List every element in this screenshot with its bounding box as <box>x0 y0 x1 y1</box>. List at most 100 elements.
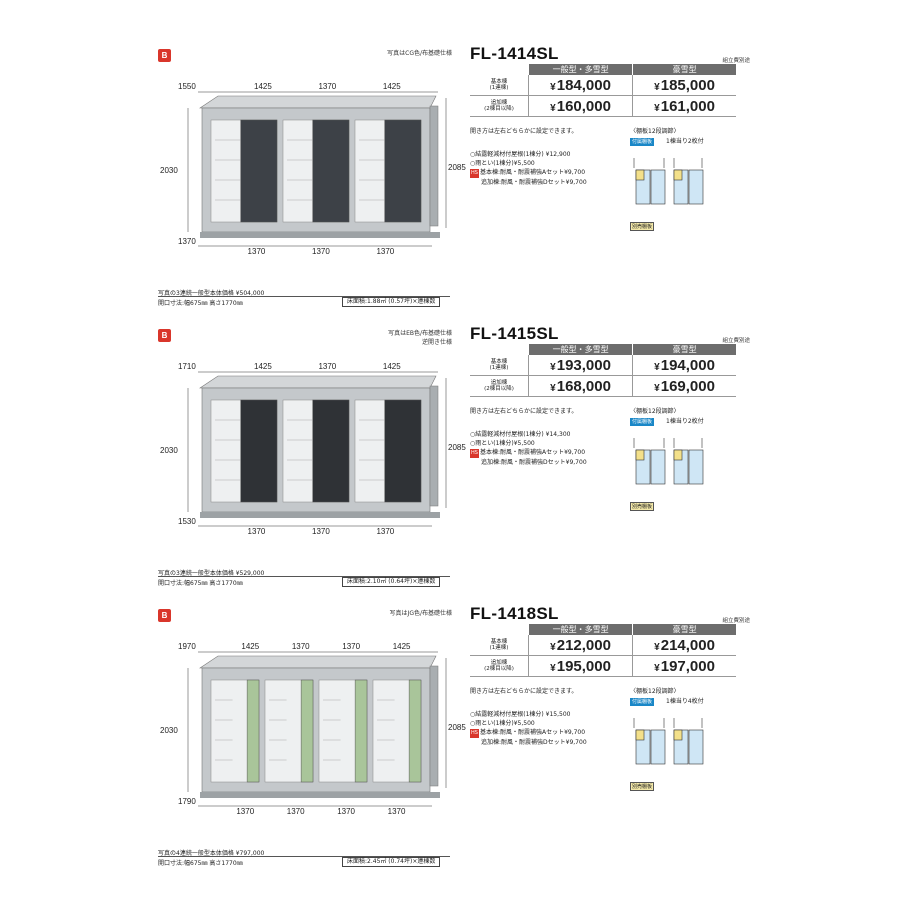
option-item: 追加棟:耐風・耐震補強Dセット¥9,700 <box>481 739 587 746</box>
sliding-door <box>384 119 422 223</box>
header-general: 一般型・多雪型 <box>527 344 633 355</box>
brand-logo: B <box>158 329 171 342</box>
product-section-fl1418: B 写真はJG色/布基礎仕様 FL-1418SL 組立費別途 一般型・多雪型 豪… <box>150 600 750 867</box>
option-item: ○結露軽減材付屋根(1棟分) ¥12,900 <box>470 151 571 158</box>
assembly-note: 組立費別途 <box>722 338 750 344</box>
shelf-diagram-svg <box>633 438 704 485</box>
dim-label-top: 1370 <box>342 642 360 651</box>
price-general: ¥193,000 <box>527 355 633 376</box>
row-label: 追加棟(2棟目以降) <box>470 375 529 397</box>
shelf-diagram: 付属棚板 1棟当り2枚付 別売棚板 <box>630 138 740 231</box>
option-item: ○雨とい(1棟分)¥5,500 <box>470 440 535 447</box>
photo-caption: 写真はCG色/布基礎仕様 <box>387 50 452 57</box>
sliding-door <box>312 399 350 503</box>
assembly-note: 組立費別途 <box>722 58 750 64</box>
row-label: 基本棟(1連棟) <box>470 355 529 376</box>
sliding-door <box>240 399 278 503</box>
price-row-basic: 基本棟(1連棟) ¥193,000 ¥194,000 <box>470 355 736 376</box>
header-general: 一般型・多雪型 <box>527 624 633 635</box>
dim-label-right: 2085 <box>448 443 466 452</box>
option-item: ○結露軽減材付屋根(1棟分) ¥14,300 <box>470 431 571 438</box>
dim-label-top: 1425 <box>393 642 411 651</box>
price-general: ¥184,000 <box>527 75 633 96</box>
opening-note: 開き方は左右どちらかに設定できます。 <box>470 688 578 695</box>
model-number: FL-1415SL <box>470 324 559 343</box>
price-general: ¥195,000 <box>527 655 633 677</box>
price-heavy: ¥169,000 <box>632 375 736 397</box>
shed-side <box>429 105 439 227</box>
price-heavy: ¥214,000 <box>632 635 736 656</box>
header-general: 一般型・多雪型 <box>527 64 633 75</box>
assembly-note: 組立費別途 <box>722 618 750 624</box>
hs-badge: HS <box>470 169 479 178</box>
photo-caption: 写真はEB色/布基礎仕様 逆開き仕様 <box>388 330 452 346</box>
sliding-door <box>384 399 422 503</box>
dim-label-bottom: 1370 <box>248 247 266 256</box>
dim-label-bottom: 1370 <box>312 247 330 256</box>
dim-label-bottom: 1370 <box>248 527 266 536</box>
shelf-note: 〈棚板12段調節〉 <box>630 128 680 135</box>
price-heavy: ¥185,000 <box>632 75 736 96</box>
total-price-note: 写真の4連続一般型本体価格 ¥797,000 <box>158 850 265 857</box>
product-section-fl1414: B 写真はCG色/布基礎仕様 FL-1414SL 組立費別途 一般型・多雪型 豪… <box>150 40 750 307</box>
shed-base <box>200 792 440 798</box>
optional-shelf-tag: 別売棚板 <box>630 222 655 231</box>
included-shelf-tag: 付属棚板 <box>630 698 655 706</box>
opening-note: 開き方は左右どちらかに設定できます。 <box>470 408 578 415</box>
divider <box>158 296 450 297</box>
price-row-additional: 追加棟(2棟目以降) ¥160,000 ¥161,000 <box>470 95 736 117</box>
dim-label-bottom: 1790 <box>178 797 196 806</box>
row-label: 基本棟(1連棟) <box>470 635 529 656</box>
price-row-basic: 基本棟(1連棟) ¥184,000 ¥185,000 <box>470 75 736 96</box>
shed-side <box>429 665 439 787</box>
option-item: ○雨とい(1棟分)¥5,500 <box>470 720 535 727</box>
dim-label-bottom: 1370 <box>178 237 196 246</box>
model-number: FL-1414SL <box>470 44 559 63</box>
option-item: ○雨とい(1棟分)¥5,500 <box>470 160 535 167</box>
dim-label-right: 2085 <box>448 723 466 732</box>
row-label: 基本棟(1連棟) <box>470 75 529 96</box>
opening-size: 開口寸法:幅675㎜ 高さ1770㎜ <box>158 300 243 307</box>
shelf-diagram: 付属棚板 1棟当り4枚付 別売棚板 <box>630 698 740 791</box>
divider <box>158 576 450 577</box>
sliding-door <box>246 679 260 783</box>
dim-label-bottom: 1530 <box>178 517 196 526</box>
price-general: ¥160,000 <box>527 95 633 117</box>
divider <box>158 856 450 857</box>
option-item: 追加棟:耐風・耐震補強Dセット¥9,700 <box>481 459 587 466</box>
price-heavy: ¥194,000 <box>632 355 736 376</box>
shelf-diagram-svg <box>633 158 704 205</box>
price-heavy: ¥197,000 <box>632 655 736 677</box>
dim-label-left: 2030 <box>160 726 178 735</box>
shed-base <box>200 232 440 238</box>
dim-label-top: 1425 <box>383 82 401 91</box>
options-list: ○結露軽減材付屋根(1棟分) ¥15,500 ○雨とい(1棟分)¥5,500 H… <box>470 710 587 747</box>
dim-label-top: 1370 <box>318 362 336 371</box>
shed-roof <box>199 95 437 109</box>
hs-badge: HS <box>470 729 479 738</box>
brand-logo: B <box>158 609 171 622</box>
dim-label-bottom: 1370 <box>376 527 394 536</box>
dim-label-top: 1550 <box>178 82 196 91</box>
floor-area-box: 床面積:1.88㎡ (0.57坪)×連棟数 <box>342 297 441 307</box>
price-table: 一般型・多雪型 豪雪型 基本棟(1連棟) ¥193,000 ¥194,000 追… <box>470 344 736 397</box>
photo-caption: 写真はJG色/布基礎仕様 <box>389 610 452 617</box>
dim-label-bottom: 1370 <box>337 807 355 816</box>
opening-note: 開き方は左右どちらかに設定できます。 <box>470 128 578 135</box>
shed-base <box>200 512 440 518</box>
price-heavy: ¥161,000 <box>632 95 736 117</box>
option-item: ○結露軽減材付屋根(1棟分) ¥15,500 <box>470 711 571 718</box>
model-number: FL-1418SL <box>470 604 559 623</box>
sliding-door <box>354 679 368 783</box>
dim-label-left: 2030 <box>160 166 178 175</box>
header-heavy-snow: 豪雪型 <box>632 344 736 355</box>
optional-shelf-tag: 別売棚板 <box>630 502 655 511</box>
optional-shelf-tag: 別売棚板 <box>630 782 655 791</box>
dim-label-top: 1425 <box>254 82 272 91</box>
total-price-note: 写真の3連続一般型本体価格 ¥504,000 <box>158 290 265 297</box>
